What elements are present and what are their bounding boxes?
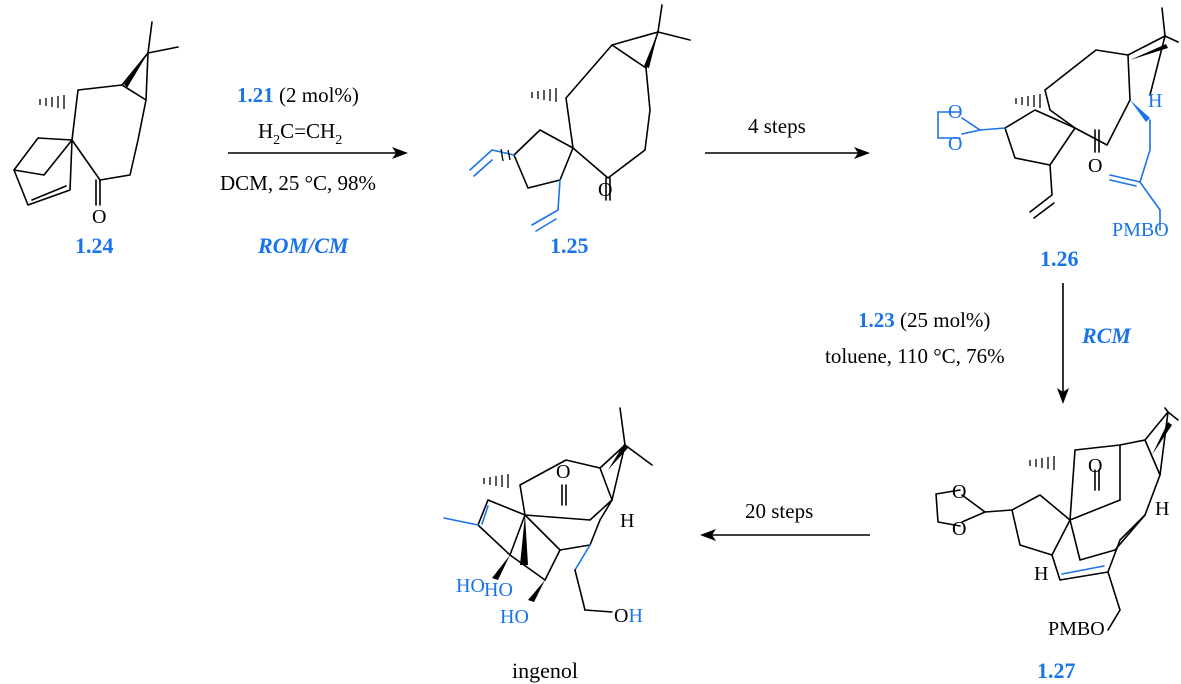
dioxolane-oxygen-top-1-27: O [952,481,966,503]
step1-conditions: DCM, 25 °C, 98% [220,171,376,195]
stereo-hydrogen-left-1-27: H [1034,563,1048,585]
compound-label-1-27: 1.27 [1037,658,1076,683]
compound-label-ingenol: ingenol [512,658,578,683]
compound-ingenol-structure: O H HO HO HO OH [443,407,653,628]
ketone-oxygen-1-24: O [92,206,106,228]
step4-conditions: 20 steps [745,499,813,523]
hydroxyl-ho-1: HO [456,575,485,597]
stereo-hydrogen-1-26: H [1148,90,1162,112]
compound-label-1-26: 1.26 [1040,246,1079,271]
hydroxyl-ho-3: HO [500,606,529,628]
step3-reaction-name: RCM [1081,323,1132,348]
ketone-oxygen-1-27: O [1088,455,1102,477]
hydroxyl-oh-primary: OH [614,605,643,627]
dioxolane-oxygen-top: O [948,101,962,123]
step3-conditions: toluene, 110 °C, 76% [825,344,1005,368]
pmbo-group-1-27: PMBO [1048,618,1105,640]
reaction-arrow-3 [1057,283,1069,404]
compound-1-27-structure: O O O H H PMBO [935,407,1179,640]
pmbo-group-1-26: PMBO [1112,219,1169,241]
step2-conditions: 4 steps [748,114,806,138]
dioxolane-oxygen-bottom-1-27: O [952,518,966,540]
reaction-arrow-1 [228,147,408,159]
stereo-hydrogen-right-1-27: H [1155,498,1169,520]
hydroxyl-ho-2: HO [484,579,513,601]
dioxolane-oxygen-bottom: O [948,133,962,155]
step1-reaction-name: ROM/CM [257,233,350,258]
ketone-oxygen-1-25: O [598,179,612,201]
step1-catalyst-line: 1.21 (2 mol%) [237,83,359,107]
stereo-hydrogen-ingenol: H [620,510,634,532]
compound-1-25-structure: O [469,4,691,232]
step1-reagent-ethylene: H2C=CH2 [258,119,342,148]
compound-1-26-structure: O O H O PMBO [937,7,1179,241]
ketone-oxygen-ingenol: O [556,461,570,483]
reaction-arrow-4 [700,529,870,541]
step3-catalyst-line: 1.23 (25 mol%) [858,308,990,332]
reaction-arrow-2 [705,147,870,159]
ketone-oxygen-1-26: O [1088,155,1102,177]
compound-1-24-structure: O [13,21,179,228]
compound-label-1-24: 1.24 [75,233,114,258]
compound-label-1-25: 1.25 [550,233,589,258]
